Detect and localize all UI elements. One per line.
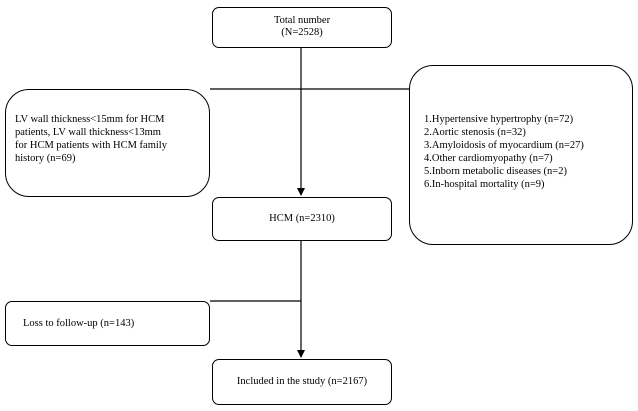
exclusion-left-line-3: for HCM patients with HCM family [15,140,167,151]
total-number-label: Total number [273,15,331,26]
exclusion-box-left [5,89,210,197]
exclusion-right-item-6: 6.In-hospital mortality (n=9) [424,179,545,190]
exclusion-box-right [409,65,633,245]
included-box [212,359,392,405]
total-number-box [212,7,392,48]
exclusion-right-item-1: 1.Hypertensive hypertrophy (n=72) [424,114,574,125]
exclusion-left-line-2: patients, LV wall thickness<13mm [15,127,161,138]
exclusion-right-item-3: 3.Amyloidosis of myocardium (n=27) [424,140,584,151]
exclusion-left-line-1: LV wall thickness<15mm for HCM [15,114,165,125]
hcm-box [212,197,392,241]
loss-to-follow-up-label: Loss to follow-up (n=143) [23,318,135,329]
loss-to-follow-up-box [5,301,210,346]
included-label: Included in the study (n=2167) [236,376,368,387]
total-number-value: (N=2528) [281,27,323,38]
hcm-label: HCM (n=2310) [269,213,335,224]
exclusion-right-item-4: 4.Other cardiomyopathy (n=7) [424,153,553,164]
exclusion-right-item-5: 5.Inborn metabolic diseases (n=2) [424,166,567,177]
exclusion-left-line-4: history (n=69) [15,153,76,164]
exclusion-right-item-2: 2.Aortic stenosis (n=32) [424,127,526,138]
